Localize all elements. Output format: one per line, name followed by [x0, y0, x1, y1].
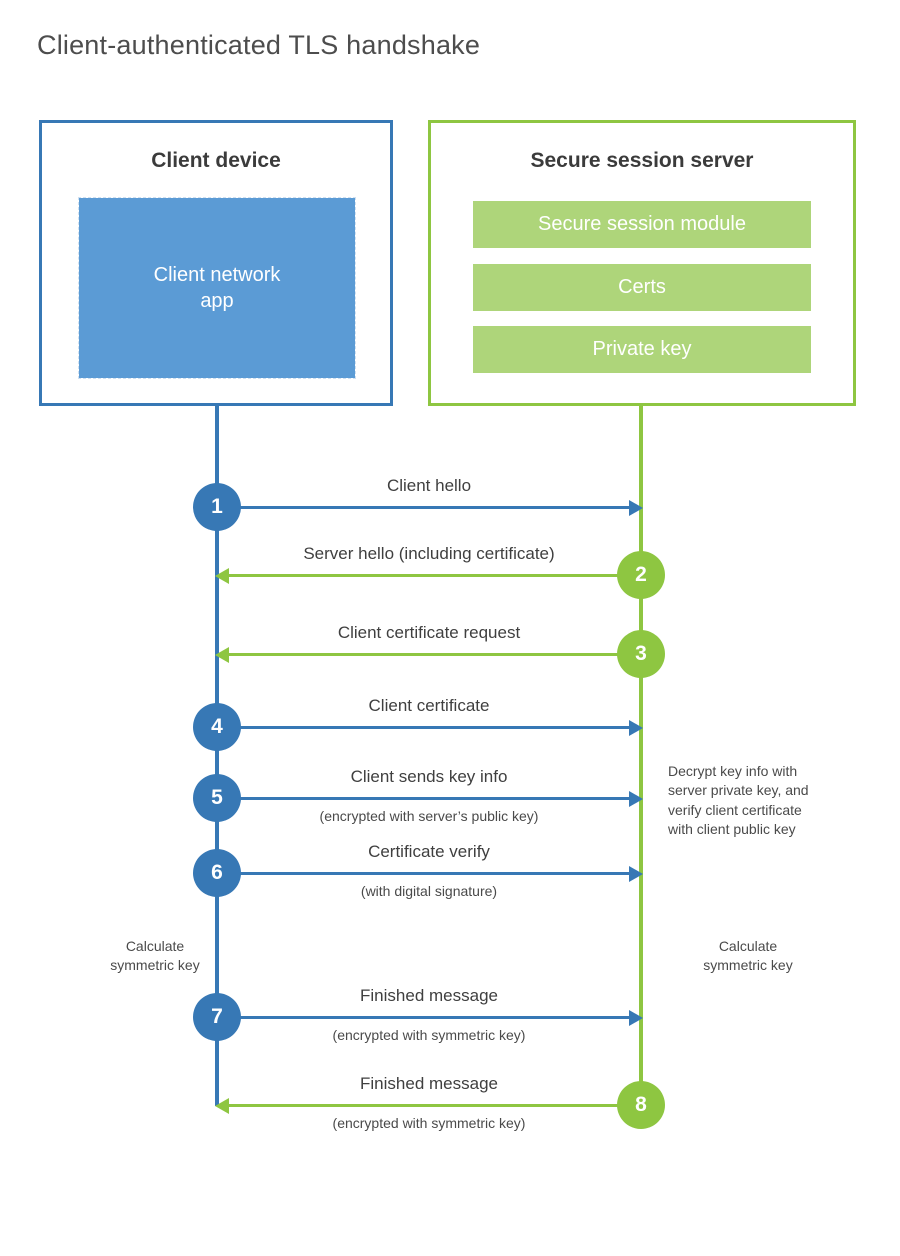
message-arrow-line	[217, 872, 629, 875]
step-number-badge-4: 4	[193, 703, 241, 751]
page-title: Client-authenticated TLS handshake	[37, 30, 481, 60]
message-label: Finished message	[360, 1074, 498, 1093]
secure-session-server-title: Secure session server	[530, 149, 754, 172]
message-arrowhead-icon	[629, 866, 643, 882]
message-arrowhead-icon	[629, 500, 643, 516]
message-arrow-line	[217, 797, 629, 800]
client-lifeline	[215, 406, 219, 1106]
message-arrowhead-icon	[629, 791, 643, 807]
message-label: Client sends key info	[350, 767, 508, 786]
message-sublabel: (encrypted with symmetric key)	[332, 1027, 526, 1043]
secure-session-server-box: Secure session server Secure session mod…	[428, 120, 856, 406]
step-number-badge-2: 2	[617, 551, 665, 599]
message-arrowhead-icon	[629, 720, 643, 736]
step-number-badge-3: 3	[617, 630, 665, 678]
message-sublabel: (encrypted with server’s public key)	[319, 808, 539, 824]
message-label: Client certificate	[368, 696, 490, 715]
message-arrowhead-icon	[215, 647, 229, 663]
step-number-badge-6: 6	[193, 849, 241, 897]
message-label: Client certificate request	[337, 623, 521, 642]
message-arrowhead-icon	[215, 1098, 229, 1114]
message-arrowhead-icon	[215, 568, 229, 584]
server-certs-bar: Certs	[473, 264, 811, 311]
step-number-badge-5: 5	[193, 774, 241, 822]
step-number-badge-8: 8	[617, 1081, 665, 1129]
message-label: Finished message	[360, 986, 498, 1005]
server-module-bar: Secure session module	[473, 201, 811, 248]
message-sublabel: (with digital signature)	[360, 883, 498, 899]
step-number-badge-7: 7	[193, 993, 241, 1041]
message-label: Client hello	[386, 476, 472, 495]
step-number-badge-1: 1	[193, 483, 241, 531]
message-arrow-line	[217, 506, 629, 509]
message-label: Server hello (including certificate)	[303, 544, 555, 563]
message-arrow-line	[217, 1016, 629, 1019]
message-arrow-line	[229, 1104, 641, 1107]
server-lifeline	[639, 406, 643, 1106]
message-sublabel: (encrypted with symmetric key)	[332, 1115, 526, 1131]
message-label: Certificate verify	[368, 842, 490, 861]
client-device-title: Client device	[151, 149, 281, 172]
message-arrowhead-icon	[629, 1010, 643, 1026]
message-arrow-line	[229, 653, 641, 656]
message-arrow-line	[217, 726, 629, 729]
message-arrow-line	[229, 574, 641, 577]
server-private-key-bar: Private key	[473, 326, 811, 373]
